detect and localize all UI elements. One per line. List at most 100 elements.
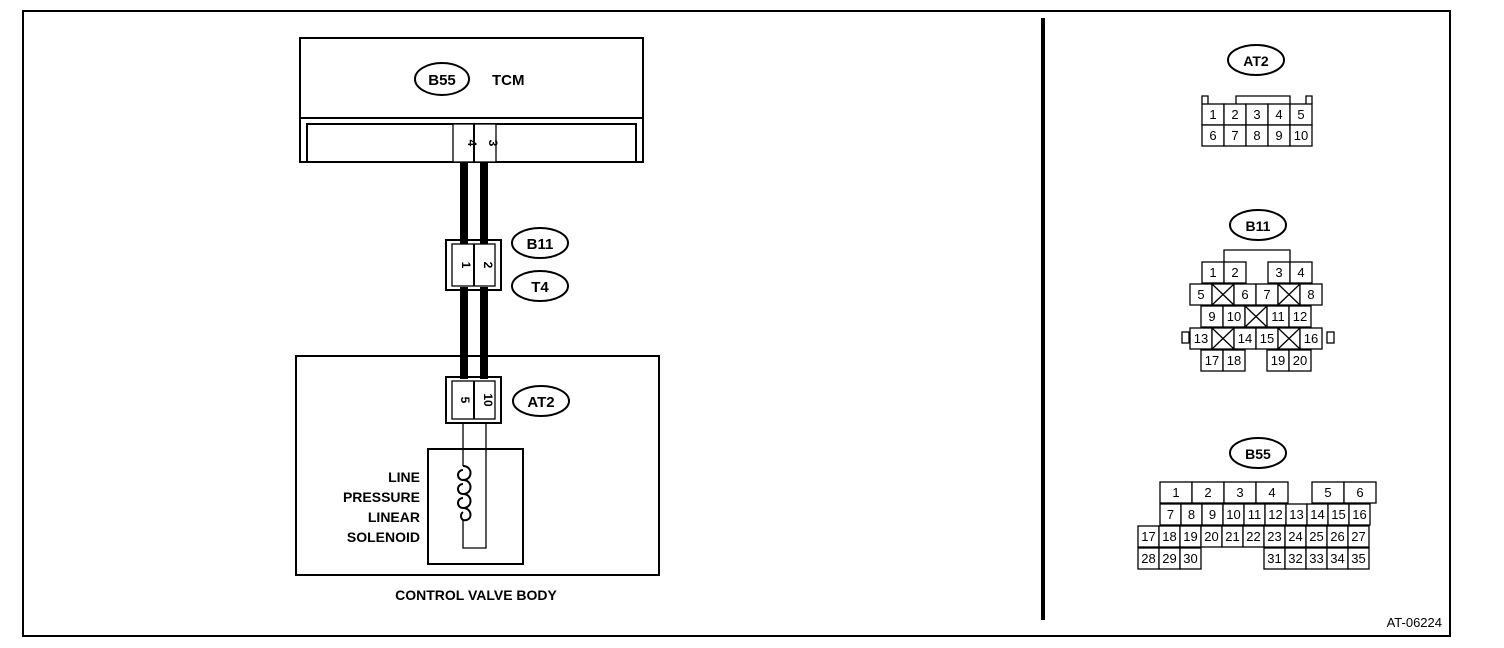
b11-pin-2: 2 <box>481 262 495 269</box>
b55-view-pin-23: 23 <box>1267 529 1281 544</box>
b11-view-pin-16-cell <box>1299 327 1323 350</box>
b11-view-code: B11 <box>1246 218 1271 234</box>
b55-view-pin-20: 20 <box>1204 529 1218 544</box>
at2-pin-10: 10 <box>481 393 495 407</box>
b55-view-pin-16-cell <box>1348 503 1371 526</box>
at2-code: AT2 <box>527 394 554 411</box>
b55-view-pin-19: 19 <box>1183 529 1197 544</box>
b55-view-pin-31: 31 <box>1267 551 1281 566</box>
b11-view-pin-7: 7 <box>1263 287 1270 302</box>
at2-view-pin-8: 8 <box>1253 128 1260 143</box>
tcm-pin-3: 3 <box>486 140 500 147</box>
at2-view-pin-1: 1 <box>1209 107 1216 122</box>
solenoid-label-4: SOLENOID <box>347 529 420 545</box>
solenoid-coil <box>462 465 472 522</box>
b55-view-pin-35: 35 <box>1351 551 1365 566</box>
b11-view-pin-9: 9 <box>1208 309 1215 324</box>
harness-wires <box>460 162 488 379</box>
at2-view-pin-10-cell <box>1289 124 1313 147</box>
b11-view-pin-14: 14 <box>1238 331 1252 346</box>
b55-view-pin-4-cell <box>1255 481 1289 504</box>
b11-view-pin-20-cell <box>1288 349 1312 372</box>
solenoid-wire <box>462 423 487 549</box>
at2-view-pin-7: 7 <box>1231 128 1238 143</box>
b55-view-pin-2: 2 <box>1204 485 1211 500</box>
b55-view-pin-28: 28 <box>1141 551 1155 566</box>
at2-view-pin-9: 9 <box>1275 128 1282 143</box>
b55-view-pin-35-cell <box>1347 547 1370 570</box>
b11-blank-3-4-cross <box>1277 327 1301 350</box>
b11-view-pin-4: 4 <box>1297 265 1304 280</box>
b55-view-pin-3: 3 <box>1236 485 1243 500</box>
b55-view-pin-1: 1 <box>1172 485 1179 500</box>
tcm-block: B55 TCM 4 3 <box>299 37 644 163</box>
tcm-code: B55 <box>428 72 456 89</box>
b55-view-pin-17: 17 <box>1141 529 1155 544</box>
tcm-pin-4: 4 <box>465 140 479 147</box>
b55-view-pin-30-cell <box>1179 547 1202 570</box>
b55-view-pin-16: 16 <box>1352 507 1366 522</box>
tcm-name: TCM <box>492 72 525 89</box>
b11-view-pin-2: 2 <box>1231 265 1238 280</box>
at2-view-code: AT2 <box>1243 53 1269 69</box>
b11-view-pin-18: 18 <box>1227 353 1241 368</box>
b55-view-pin-27-cell <box>1347 525 1370 548</box>
b11-view-pin-2-cell <box>1223 261 1247 284</box>
b11-view-pin-10: 10 <box>1227 309 1241 324</box>
b11-view-pin-3: 3 <box>1275 265 1282 280</box>
b11-view-pin-5: 5 <box>1197 287 1204 302</box>
figure-id: AT-06224 <box>1387 615 1442 630</box>
t4-code: T4 <box>531 279 549 296</box>
b11-blank-3-1-cross <box>1211 327 1235 350</box>
b55-view-pin-15: 15 <box>1331 507 1345 522</box>
at2-view-pin-4: 4 <box>1275 107 1282 122</box>
b11-view-pin-12-cell <box>1288 305 1312 328</box>
b11-view-pin-18-cell <box>1222 349 1246 372</box>
at2-view-pin-5: 5 <box>1297 107 1304 122</box>
b55-view-pin-12: 12 <box>1268 507 1282 522</box>
b11-blank-1-4-cross <box>1277 283 1301 306</box>
b55-view-pin-5: 5 <box>1324 485 1331 500</box>
b11-view-pin-11: 11 <box>1271 309 1285 324</box>
at2-view-pin-6: 6 <box>1209 128 1216 143</box>
intermediate-connector: 1 2 B11 T4 <box>445 227 569 302</box>
b55-view-pin-30: 30 <box>1183 551 1197 566</box>
b55-view-pin-34: 34 <box>1330 551 1344 566</box>
b11-blank-2-2-cross <box>1244 305 1268 328</box>
tcm-code-badge <box>414 62 470 96</box>
b55-view-pin-21: 21 <box>1225 529 1239 544</box>
solenoid-label-3: LINEAR <box>368 509 420 525</box>
b55-view-pin-24: 24 <box>1288 529 1302 544</box>
at2-view-pin-3: 3 <box>1253 107 1260 122</box>
b11-view-pin-8: 8 <box>1307 287 1314 302</box>
b11-view-pin-19: 19 <box>1271 353 1285 368</box>
b11-view-pin-16: 16 <box>1304 331 1318 346</box>
b55-view-pin-25: 25 <box>1309 529 1323 544</box>
b11-view-pin-15: 15 <box>1260 331 1274 346</box>
b55-view-pin-4: 4 <box>1268 485 1275 500</box>
b11-view-pin-13: 13 <box>1194 331 1208 346</box>
b11-view-pin-12: 12 <box>1293 309 1307 324</box>
b55-view-code: B55 <box>1245 446 1271 462</box>
b11-view-pin-17: 17 <box>1205 353 1219 368</box>
b55-view-pin-22: 22 <box>1246 529 1260 544</box>
outer-frame <box>22 10 1451 637</box>
solenoid-label-2: PRESSURE <box>343 489 420 505</box>
b11-view-pin-4-cell <box>1289 261 1313 284</box>
b55-view-pin-33: 33 <box>1309 551 1323 566</box>
at2-pin-5: 5 <box>458 397 472 404</box>
b55-view-pin-29: 29 <box>1162 551 1176 566</box>
b11-view-pin-8-cell <box>1299 283 1323 306</box>
solenoid-label-1: LINE <box>388 469 420 485</box>
b55-view-pin-11: 11 <box>1248 507 1262 522</box>
b11-code: B11 <box>527 236 554 253</box>
b55-view-pin-26: 26 <box>1330 529 1344 544</box>
b11-view-pin-20: 20 <box>1293 353 1307 368</box>
b11-blank-1-1-cross <box>1211 283 1235 306</box>
b55-view-pin-7: 7 <box>1167 507 1174 522</box>
b55-view-pin-8: 8 <box>1188 507 1195 522</box>
at2-view-pin-2: 2 <box>1231 107 1238 122</box>
